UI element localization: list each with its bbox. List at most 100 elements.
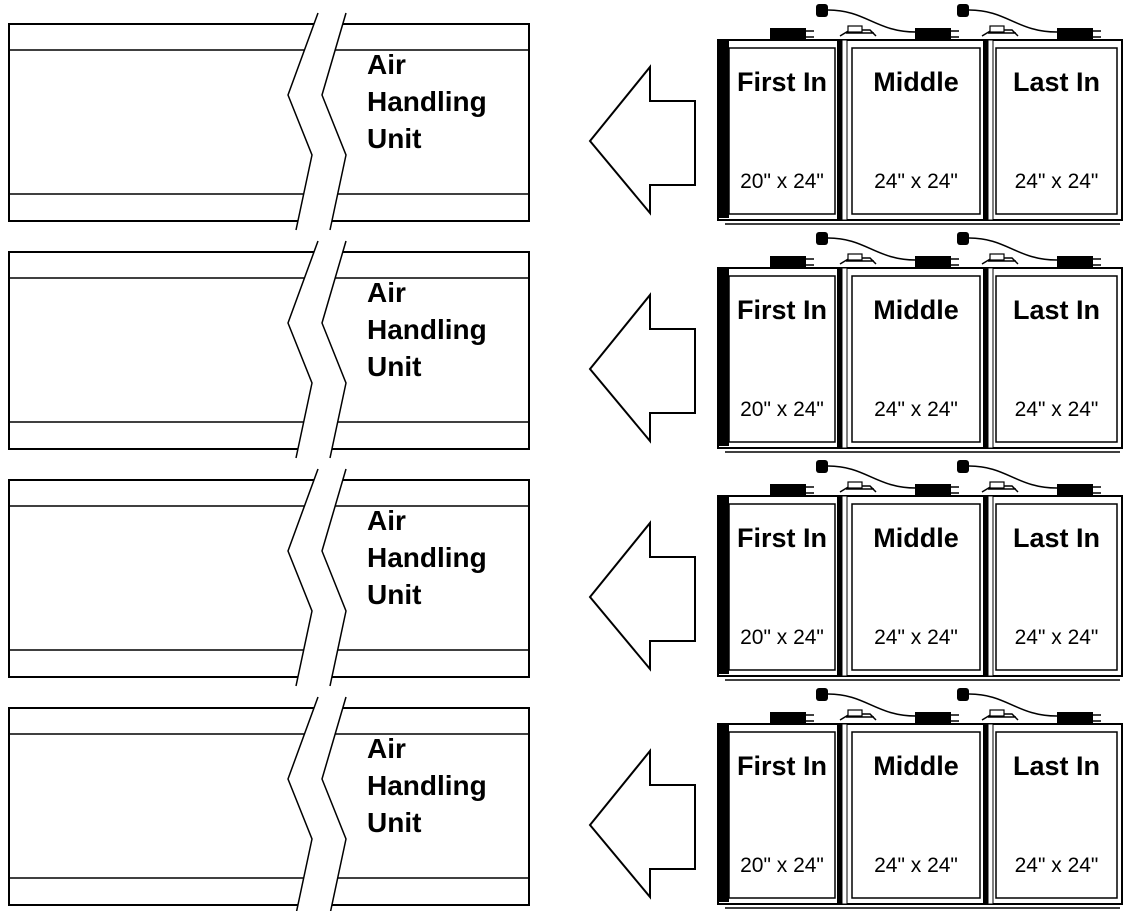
housing-left-bar (718, 724, 729, 902)
ahu-label-line: Unit (367, 807, 421, 838)
latch-clip (989, 481, 1005, 489)
housing-left-bar (718, 268, 729, 446)
filter-panel (728, 47, 836, 215)
plug (816, 460, 828, 473)
filter-cell: First In 20" x 24" (728, 275, 836, 443)
filter-cell: Middle 24" x 24" (851, 47, 981, 215)
plug (816, 688, 828, 701)
frame-divider (983, 496, 988, 676)
top-hardware (770, 4, 1101, 41)
break-mask (288, 13, 346, 230)
clamp-block (1057, 28, 1093, 41)
clamp-block (1057, 712, 1093, 725)
filter-position-label: First In (737, 295, 827, 325)
filter-position-label: Middle (873, 295, 959, 325)
frame-divider (983, 268, 988, 448)
filter-panel (728, 731, 836, 899)
filter-size-label: 20" x 24" (740, 398, 824, 421)
filter-size-label: 24" x 24" (874, 170, 958, 193)
plug (816, 4, 828, 17)
cord (968, 9, 1058, 33)
frame-divider (987, 39, 994, 221)
ahu-label-line: Handling (367, 86, 487, 117)
frame-divider (837, 496, 842, 676)
filter-position-label: Middle (873, 523, 959, 553)
plug (957, 232, 969, 245)
filter-panel (995, 275, 1118, 443)
plug (816, 232, 828, 245)
top-hardware (770, 460, 1101, 497)
filter-panel (728, 275, 836, 443)
filter-panel (851, 47, 981, 215)
housing-left-bar (718, 40, 729, 218)
clamp-block (915, 256, 951, 269)
clamp-block (770, 484, 806, 497)
airflow-arrow (588, 520, 696, 672)
duct (8, 12, 530, 231)
duct (8, 468, 530, 687)
latch-clip (989, 709, 1005, 717)
filter-panel (995, 731, 1118, 899)
ahu-label-line: Unit (367, 579, 421, 610)
airflow-arrow (588, 64, 696, 216)
duct-outline (8, 479, 530, 678)
cord (827, 237, 917, 261)
plug (957, 688, 969, 701)
clamp-block (915, 28, 951, 41)
ahu-label-line: Handling (367, 542, 487, 573)
filter-size-label: 24" x 24" (1015, 170, 1099, 193)
ahu-label-line: Unit (367, 123, 421, 154)
duct-outline (8, 707, 530, 906)
ahu-label-line: Unit (367, 351, 421, 382)
frame-divider (841, 267, 848, 449)
filter-position-label: First In (737, 523, 827, 553)
ahu-label-line: Air (367, 505, 406, 536)
clamp-block (1057, 256, 1093, 269)
clamp-block (770, 28, 806, 41)
break-mask (288, 697, 346, 911)
duct (8, 696, 530, 911)
break-line (287, 12, 319, 231)
plug (957, 460, 969, 473)
latch-clip (847, 253, 863, 261)
frame-divider (841, 495, 848, 677)
clamp-block (770, 256, 806, 269)
filter-panel (995, 47, 1118, 215)
clamp-block (915, 712, 951, 725)
cord (968, 465, 1058, 489)
filter-size-label: 24" x 24" (874, 854, 958, 877)
clamp-block (770, 712, 806, 725)
filter-position-label: Last In (1013, 295, 1100, 325)
frame-divider (837, 724, 842, 904)
cord (827, 9, 917, 33)
break-mask (288, 241, 346, 458)
filter-size-label: 24" x 24" (1015, 398, 1099, 421)
plug (957, 4, 969, 17)
frame-divider (983, 40, 988, 220)
filter-cell: First In 20" x 24" (728, 503, 836, 671)
ahu-label-line: Air (367, 49, 406, 80)
filter-panel (851, 275, 981, 443)
filter-size-label: 20" x 24" (740, 626, 824, 649)
filter-panel (851, 503, 981, 671)
latch-clip (847, 709, 863, 717)
break-line (321, 12, 347, 231)
filter-panel (995, 503, 1118, 671)
filter-position-label: Middle (873, 67, 959, 97)
break-line (321, 696, 347, 911)
duct-outline (8, 251, 530, 450)
